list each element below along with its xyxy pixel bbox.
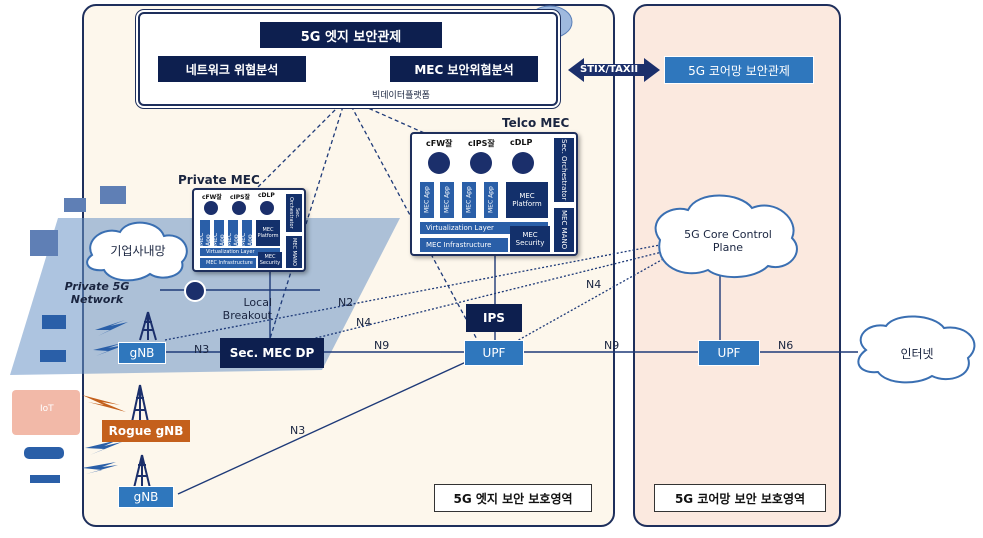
lock-icon	[260, 201, 274, 215]
n4-right-label: N4	[586, 278, 602, 291]
pmec-app: MEC App	[212, 220, 226, 246]
local-breakout-label: Local Breakout	[222, 296, 272, 322]
core-cp-label: 5G Core Control Plane	[684, 228, 772, 254]
tmec-app: MEC App	[440, 182, 454, 218]
telco-mec-title: Telco MEC	[502, 116, 570, 130]
upf-core: UPF	[698, 340, 760, 366]
internet-cloud	[857, 315, 976, 384]
lock-icon	[512, 152, 534, 174]
pmec-dlp: cDLP	[258, 192, 275, 199]
server-icon	[30, 230, 58, 256]
edge-zone-label: 5G 엣지 보안 보호영역	[434, 484, 592, 512]
pmec-infrastructure: MEC Infrastructure	[200, 258, 256, 268]
car-icon	[24, 447, 64, 459]
desktop-icon	[100, 186, 126, 204]
stix-arrow	[568, 58, 660, 82]
rogue-gnb: Rogue gNB	[102, 420, 190, 442]
n3-label: N3	[194, 343, 210, 356]
pmec-ips: cIPS잘	[230, 194, 251, 201]
pmec-platform: MEC Platform	[256, 220, 280, 246]
network-threat-analysis: 네트워크 위협분석	[158, 56, 306, 82]
n3-bottom-label: N3	[290, 424, 306, 437]
tmec-fw: cFW잘	[426, 139, 453, 148]
tmec-app: MEC App	[420, 182, 434, 218]
iot-label: IoT	[40, 404, 54, 414]
enterprise-network-label: 기업사내망	[110, 244, 166, 258]
tmec-security: MEC Security	[510, 226, 550, 252]
link-gnb-bottom-upf	[177, 361, 467, 495]
stix-label: STIX/TAXII	[580, 64, 639, 75]
gnb-bottom: gNB	[118, 486, 174, 508]
pmec-app: MEC App	[198, 220, 212, 246]
n9-left-label: N9	[374, 339, 390, 352]
big-data-label: 빅데이터플랫폼	[372, 91, 430, 101]
pmec-fw: cFW잘	[202, 194, 222, 201]
n6-label: N6	[778, 339, 794, 352]
core-zone-label: 5G 코어망 보안 보호영역	[654, 484, 826, 512]
upf-edge: UPF	[464, 340, 524, 366]
tmec-app: MEC App	[484, 182, 498, 218]
sec-mec-dp: Sec. MEC DP	[220, 338, 324, 368]
core-cp-cloud	[654, 194, 798, 279]
n2-label: N2	[338, 296, 354, 309]
private-mec-title: Private MEC	[178, 173, 260, 187]
pmec-orchestrator: Sec. Orchestrator	[286, 194, 302, 232]
tmec-infrastructure: MEC Infrastructure	[420, 238, 508, 252]
tmec-app: MEC App	[462, 182, 476, 218]
private-5g-label: Private 5G Network	[64, 280, 130, 306]
pmec-security: MEC Security	[258, 252, 282, 268]
drone-icon	[30, 475, 60, 483]
tmec-platform: MEC Platform	[506, 182, 548, 218]
pmec-app: MEC App	[226, 220, 240, 246]
pmec-app: MEC App	[240, 220, 254, 246]
private-mec-box: cFW잘 cIPS잘 cDLP MEC App MEC App MEC App …	[192, 188, 306, 272]
tmec-mano: MEC MANO	[554, 208, 574, 252]
internet-label: 인터넷	[900, 347, 934, 361]
robot-arm-icon	[42, 315, 66, 329]
cctv-icon	[40, 350, 66, 362]
lock-icon	[232, 201, 246, 215]
tmec-orchestrator: Sec. Orchestrator	[554, 138, 574, 202]
core-soc: 5G 코어망 보안관제	[664, 56, 814, 84]
n9-right-label: N9	[604, 339, 620, 352]
tmec-dlp: cDLP	[510, 138, 533, 147]
enterprise-cloud	[86, 221, 188, 282]
lock-icon	[470, 152, 492, 174]
pmec-virtualization: Virtualization Layer	[200, 248, 280, 256]
lock-icon	[428, 152, 450, 174]
pmec-mano: MEC MANO	[286, 236, 302, 268]
laptop-icon	[64, 198, 86, 212]
telco-mec-box: cFW잘 cIPS잘 cDLP MEC App MEC App MEC App …	[410, 132, 578, 256]
ips-node: IPS	[466, 304, 522, 332]
iot-devices-icon	[12, 390, 80, 435]
shield-lock-icon	[184, 280, 206, 302]
edge-soc-title: 5G 엣지 보안관제	[260, 22, 442, 48]
tmec-ips: cIPS잘	[468, 139, 495, 148]
mec-threat-analysis: MEC 보안위협분석	[390, 56, 538, 82]
lock-icon	[204, 201, 218, 215]
n4-left-label: N4	[356, 316, 372, 329]
gnb-top: gNB	[118, 342, 166, 364]
